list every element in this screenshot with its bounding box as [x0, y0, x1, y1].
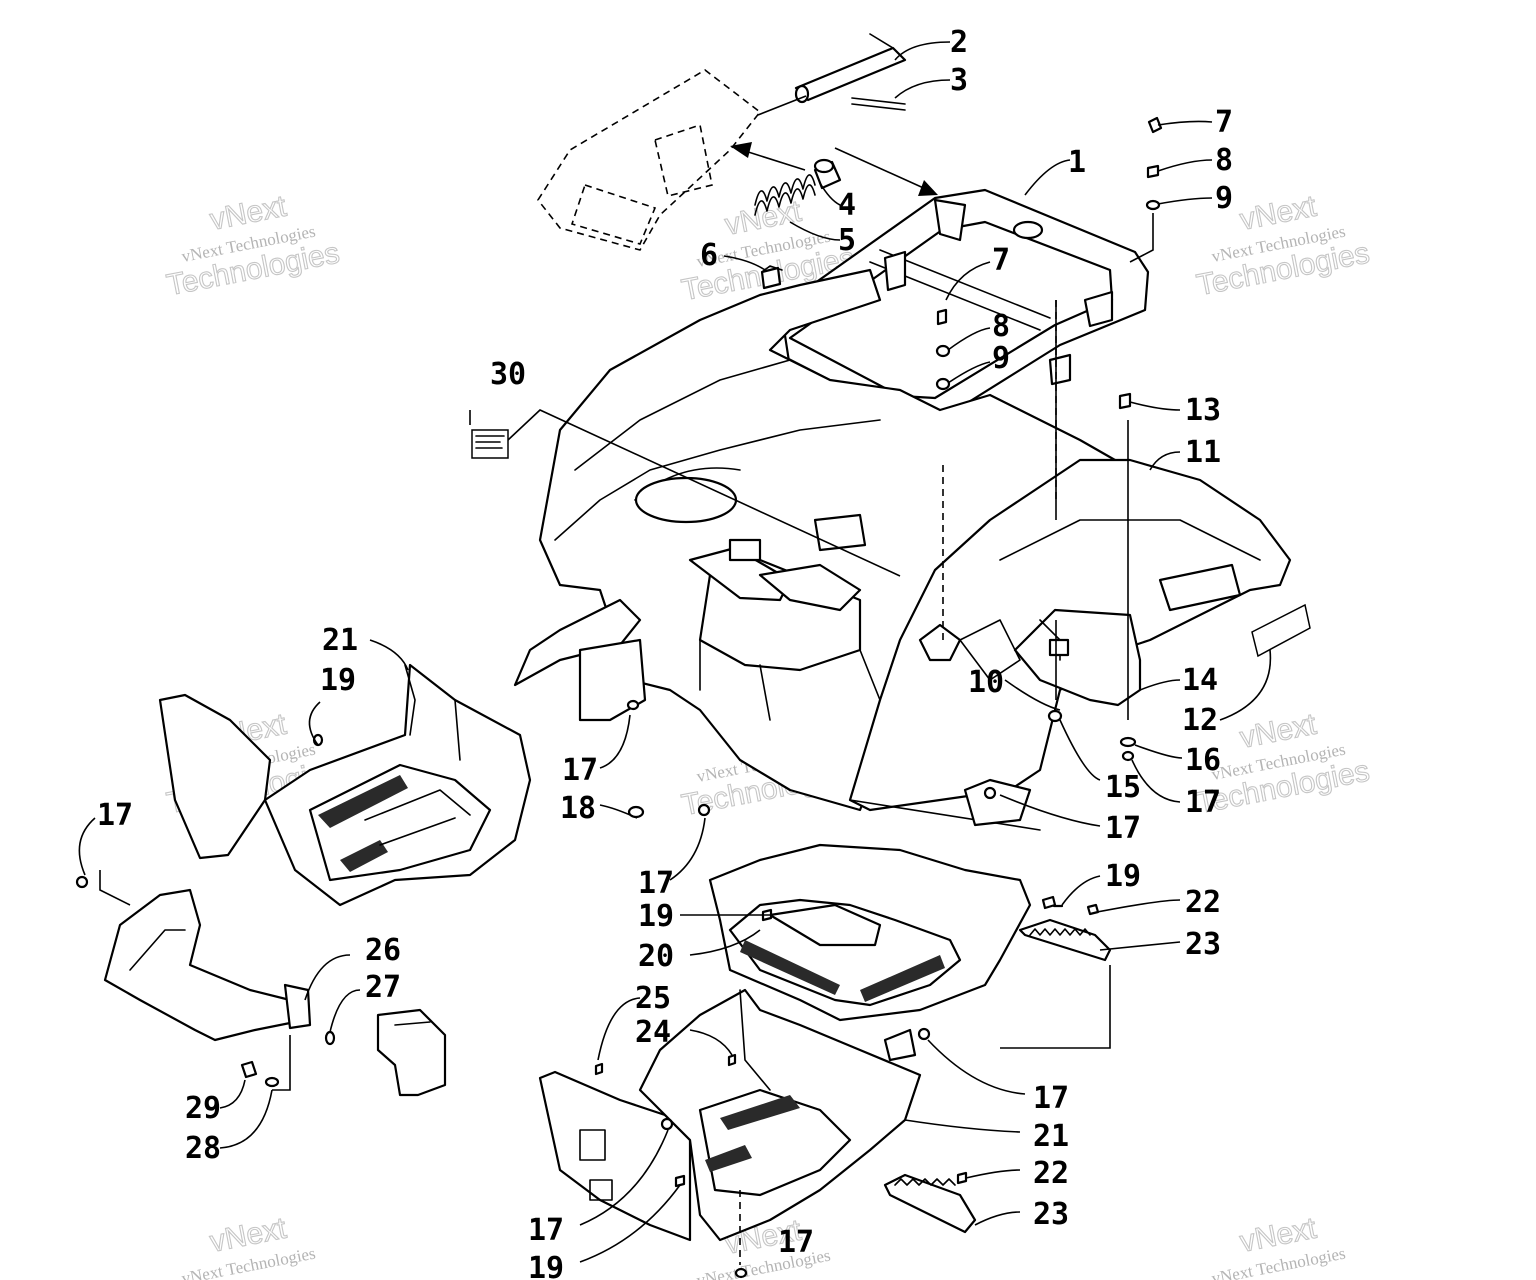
callout-17-f: 17	[1033, 1081, 1069, 1116]
callout-17-g: 17	[528, 1213, 564, 1248]
watermark-bottom-left: vNext vNext Technologies	[180, 1211, 317, 1280]
foot-peg-right	[1018, 918, 1112, 962]
fasteners	[75, 116, 1163, 1279]
cotter-pin	[851, 97, 906, 111]
hitch-pin	[794, 33, 907, 104]
callout-20: 20	[638, 939, 674, 974]
center-footwell	[708, 843, 1032, 1062]
callout-19-right: 19	[1105, 859, 1141, 894]
mount-bracket-27	[376, 1008, 447, 1097]
hitch-arrows	[730, 95, 938, 196]
callout-19-center: 19	[638, 899, 674, 934]
callout-22-lower: 22	[1033, 1156, 1069, 1191]
callout-17-c: 17	[97, 798, 133, 833]
rear-fender	[513, 268, 1117, 812]
callout-15: 15	[1105, 770, 1141, 805]
callout-28: 28	[185, 1131, 221, 1166]
callout-17-d: 17	[1105, 811, 1141, 846]
callout-19-bottom: 19	[528, 1251, 564, 1280]
callout-17-e: 17	[638, 866, 674, 901]
hardware-28-29	[240, 1030, 336, 1088]
foot-peg-lower	[883, 1173, 977, 1234]
callout-7-mid: 7	[992, 243, 1010, 278]
spacer-bushing	[813, 158, 842, 190]
left-frame-guard	[103, 888, 312, 1042]
mud-flap-bracket	[1013, 608, 1142, 707]
callout-24: 24	[635, 1015, 671, 1050]
leader-lines	[78, 41, 1272, 1263]
watermark-bottom-right: vNext vNext Technologies	[1210, 1211, 1347, 1280]
dashed-guides	[739, 300, 1057, 1265]
callout-21-left: 21	[322, 623, 358, 658]
callout-22-top: 22	[1185, 885, 1221, 920]
lower-footwell	[538, 988, 922, 1242]
callout-12: 12	[1182, 703, 1218, 738]
callout-14: 14	[1182, 663, 1218, 698]
callout-1: 1	[1068, 145, 1086, 180]
spring	[754, 174, 816, 216]
callout-26: 26	[365, 933, 401, 968]
callout-16: 16	[1185, 743, 1221, 778]
callout-6: 6	[700, 238, 718, 273]
callout-5: 5	[838, 223, 856, 258]
callout-30: 30	[490, 357, 526, 392]
callout-23-lower: 23	[1033, 1197, 1069, 1232]
callout-17-h: 17	[778, 1225, 814, 1260]
callout-3: 3	[950, 63, 968, 98]
phantom-mount-bracket	[537, 69, 762, 251]
callout-17-a: 17	[1185, 785, 1221, 820]
label-decal-30	[471, 429, 509, 459]
callout-27: 27	[365, 970, 401, 1005]
callout-19-left: 19	[320, 663, 356, 698]
callout-29: 29	[185, 1091, 221, 1126]
callout-7-top: 7	[1215, 105, 1233, 140]
callout-25: 25	[635, 981, 671, 1016]
callout-17-b: 17	[562, 753, 598, 788]
left-footwell	[158, 663, 532, 907]
callout-4: 4	[838, 188, 856, 223]
callout-13: 13	[1185, 393, 1221, 428]
callout-10: 10	[968, 665, 1004, 700]
callout-9-top: 9	[1215, 181, 1233, 216]
callout-8-top: 8	[1215, 143, 1233, 178]
callout-labels: 2 3 1 4 5 6 7 8 9 7 8 9 30 13 11 21 19 1…	[97, 25, 1233, 1280]
callout-8-mid: 8	[992, 309, 1010, 344]
callout-18: 18	[560, 791, 596, 826]
watermark-top-left: vNext vNext Technologies Technologies	[163, 189, 342, 303]
decal-12	[1251, 603, 1311, 658]
callout-21-lower: 21	[1033, 1119, 1069, 1154]
rear-rack	[758, 188, 1150, 468]
callout-23-top: 23	[1185, 927, 1221, 962]
callout-2: 2	[950, 25, 968, 60]
callout-11: 11	[1185, 435, 1221, 470]
watermark-top-right: vNext vNext Technologies Technologies	[1193, 189, 1372, 303]
callout-9-mid: 9	[992, 341, 1010, 376]
